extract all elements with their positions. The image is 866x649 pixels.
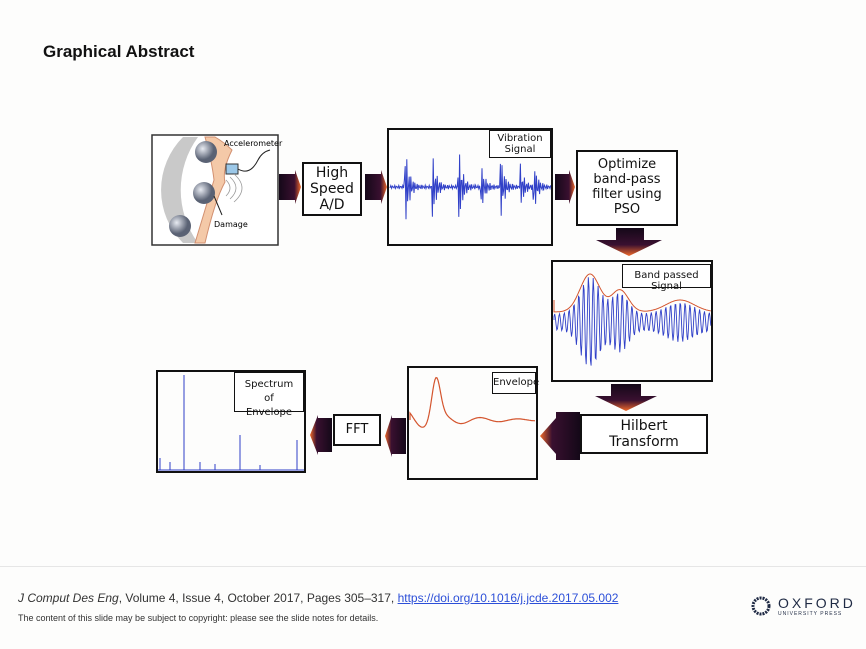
arrow-down-1 — [596, 228, 662, 256]
doi-link[interactable]: https://doi.org/10.1016/j.jcde.2017.05.0… — [397, 591, 619, 605]
oxford-emblem-icon — [751, 596, 771, 616]
publisher-subtitle: UNIVERSITY PRESS — [778, 611, 843, 617]
bearing-illustration — [151, 134, 279, 246]
envelope-panel — [407, 366, 538, 480]
band-passed-label: Band passed Signal — [622, 264, 711, 292]
spectrum-panel — [156, 370, 306, 473]
damage-label: Damage — [214, 220, 248, 229]
optimize-filter-box: Optimize band-pass filter using PSO — [576, 150, 678, 226]
spectrum-label: Spectrum of Envelope — [234, 372, 304, 418]
citation-details: , Volume 4, Issue 4, October 2017, Pages… — [118, 591, 398, 605]
accelerometer-label: Accelerometer — [224, 139, 283, 148]
journal-name: J Comput Des Eng — [18, 591, 119, 605]
high-speed-ad-box: High Speed A/D — [302, 162, 362, 216]
band-passed-envelope — [553, 273, 711, 313]
band-passed-waveform — [553, 277, 712, 366]
fft-box: FFT — [333, 414, 381, 446]
citation: J Comput Des Eng, Volume 4, Issue 4, Oct… — [18, 591, 618, 605]
arrow-left-3 — [310, 415, 332, 455]
vibration-waveform — [389, 154, 552, 220]
vibration-signal-label: Vibration Signal — [489, 130, 551, 158]
slide-title: Graphical Abstract — [43, 42, 195, 61]
envelope-curve — [409, 376, 536, 428]
spectrum-lines — [158, 375, 304, 471]
arrow-left-2 — [385, 415, 406, 457]
envelope-label: Envelope — [492, 372, 539, 394]
arrow-right-2 — [365, 170, 387, 204]
publisher-name: OXFORD — [778, 595, 856, 611]
arrow-left-1 — [540, 412, 580, 460]
copyright-notice: The content of this slide may be subject… — [18, 613, 379, 623]
footer-divider — [0, 566, 866, 567]
hilbert-transform-box: Hilbert Transform — [580, 414, 708, 454]
band-passed-panel — [551, 260, 713, 382]
vibration-signal-panel — [387, 128, 553, 246]
arrow-right-3 — [555, 170, 575, 204]
arrow-right-1 — [279, 170, 301, 204]
arrow-down-2 — [595, 384, 657, 411]
